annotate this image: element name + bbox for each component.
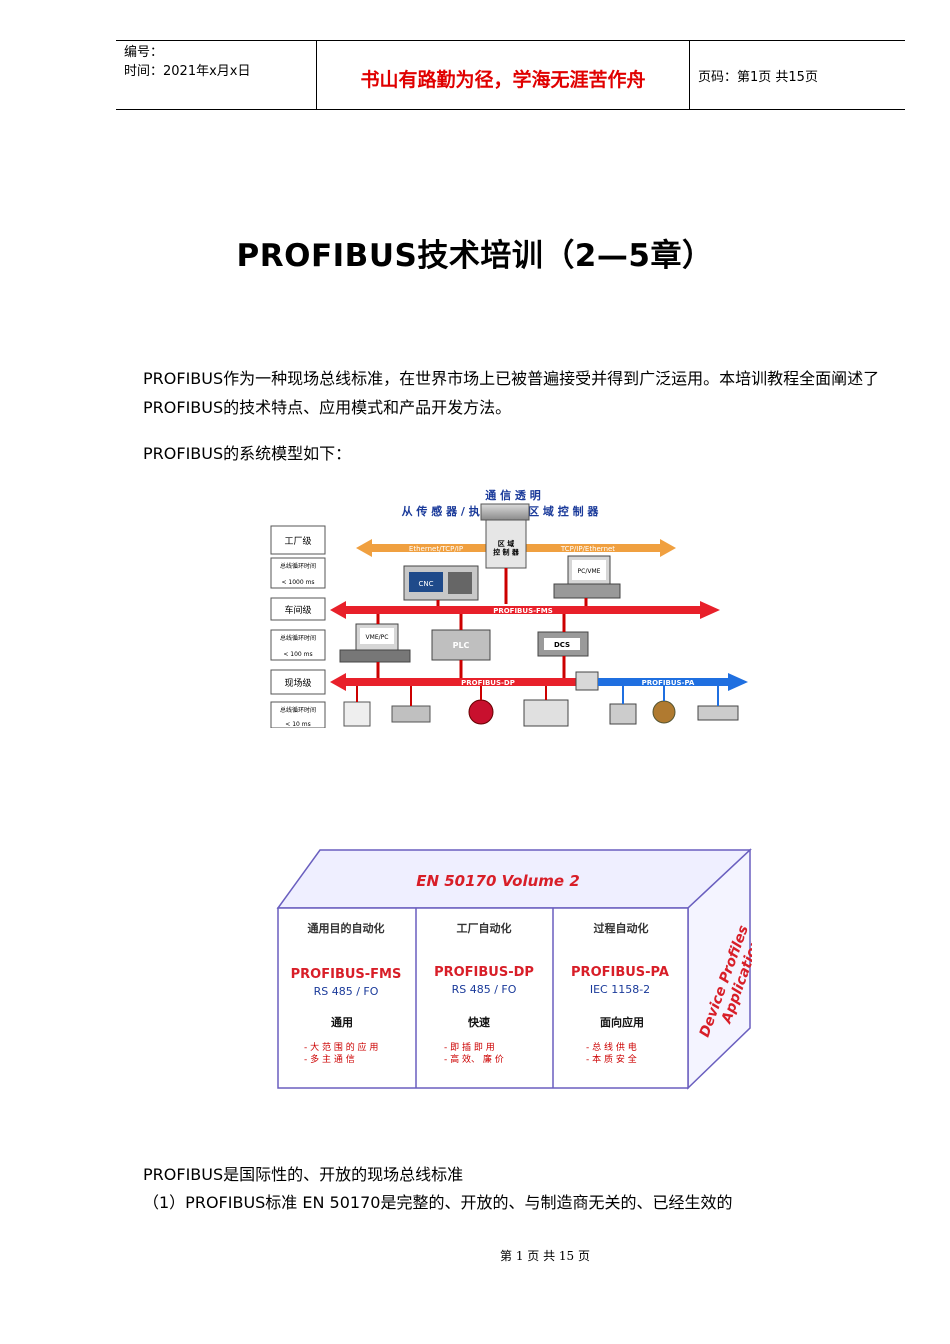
pc-vme-device: PC/VME [553,555,621,599]
column-feature: 面向应用 [600,1015,644,1029]
header-meta: 编号： 时间：2021年x月x日 [124,43,250,81]
standard-detail-paragraph: （1）PROFIBUS标准 EN 50170是完整的、开放的、与制造商无关的、已… [143,1193,733,1212]
profibus-fms-bus: PROFIBUS-FMS [330,601,720,619]
plc-device: PLC [431,629,491,661]
pa-bus-label: PROFIBUS-PA [642,679,695,687]
vmepc-label: VME/PC [366,634,389,641]
cycle-label: 总线循环时间 [280,562,316,570]
area-controller: 区 域控 制 器 [480,503,530,569]
dcs-label: DCS [554,641,570,649]
column-bullet: - 本 质 安 全 [586,1053,637,1065]
cycle-plant: < 1000 ms [281,579,314,586]
open-standard-paragraph: PROFIBUS是国际性的、开放的现场总线标准 [143,1165,464,1184]
figure-title-line1: 通 信 透 明 [485,488,541,502]
header-divider [689,41,690,109]
system-model-figure: 通 信 透 明 从 传 感 器 / 执 行 器 到 区 域 控 制 器 工厂级 … [270,488,748,728]
column-bullet: - 多 主 通 信 [304,1053,355,1065]
column-dp: 工厂自动化 PROFIBUS-DP RS 485 / FO 快速 - 即 插 即… [434,921,534,1065]
column-bullet: - 即 插 即 用 [444,1041,495,1053]
cycle-label: 总线循环时间 [280,634,316,642]
header-page-info: 页码：第1页 共15页 [698,70,818,85]
level-column: 工厂级 总线循环时间 < 1000 ms 车间级 总线循环时间 < 100 ms… [270,525,326,728]
model-caption: PROFIBUS的系统模型如下： [143,444,352,463]
en50170-figure: EN 50170 Volume 2 Device Profiles Applic… [276,848,752,1090]
cnc-label: CNC [418,580,433,588]
header-motto: 书山有路勤为径，学海无涯苦作舟 [360,69,646,91]
time-label: 时间：2021年x月x日 [124,64,251,79]
dp-bus-label: PROFIBUS-DP [461,679,515,687]
cycle-field: < 10 ms [285,721,310,728]
column-purpose: 工厂自动化 [457,921,512,935]
page-header: 编号： 时间：2021年x月x日 书山有路勤为径，学海无涯苦作舟 页码：第1页 … [116,40,905,110]
standard-label: EN 50170 Volume 2 [416,872,580,890]
column-feature: 快速 [467,1015,490,1029]
ethernet-right-label: TCP/IP/Ethernet [560,545,615,553]
page-footer: 第 1 页 共 15 页 [500,1249,590,1263]
dp-pa-coupler [575,671,599,691]
level-plant: 工厂级 [284,535,311,547]
level-workshop: 车间级 [284,604,311,616]
header-divider [316,41,317,109]
ethernet-left-label: Ethernet/TCP/IP [409,545,463,553]
cycle-workshop: < 100 ms [283,651,312,658]
column-name: PROFIBUS-FMS [291,967,402,982]
column-medium: RS 485 / FO [314,985,379,998]
column-pa: 过程自动化 PROFIBUS-PA IEC 1158-2 面向应用 - 总 线 … [571,921,669,1065]
intro-paragraph: PROFIBUS作为一种现场总线标准，在世界市场上已被普遍接受并得到广泛运用。本… [143,369,880,417]
column-bullet: - 高 效、 廉 价 [444,1053,504,1065]
vme-pc-device: VME/PC [339,623,411,663]
profibus-pa-bus: PROFIBUS-PA [598,673,748,691]
number-label: 编号： [124,45,164,60]
column-fms: 通用目的自动化 PROFIBUS-FMS RS 485 / FO 通用 - 大 … [291,921,402,1065]
column-bullet: - 大 范 围 的 应 用 [304,1041,378,1053]
document-title: PROFIBUS技术培训（2—5章） [236,238,714,274]
fms-bus-label: PROFIBUS-FMS [493,607,553,615]
column-feature: 通用 [331,1016,353,1029]
profibus-dp-bus: PROFIBUS-DP [330,673,578,691]
plc-label: PLC [453,641,470,650]
level-field: 现场级 [284,677,311,689]
cycle-label: 总线循环时间 [280,706,316,714]
dcs-device: DCS [537,631,589,657]
column-name: PROFIBUS-PA [571,965,669,980]
cnc-device: CNC [403,565,479,601]
column-name: PROFIBUS-DP [434,965,534,980]
column-purpose: 通用目的自动化 [308,921,385,935]
box-front [277,907,689,1089]
pcvme-label: PC/VME [578,568,601,575]
column-purpose: 过程自动化 [594,921,649,935]
area-controller-label: 区 域控 制 器 [493,539,520,556]
column-bullet: - 总 线 供 电 [586,1041,637,1053]
field-devices [343,699,739,727]
column-medium: RS 485 / FO [452,983,517,996]
column-medium: IEC 1158-2 [590,983,650,996]
